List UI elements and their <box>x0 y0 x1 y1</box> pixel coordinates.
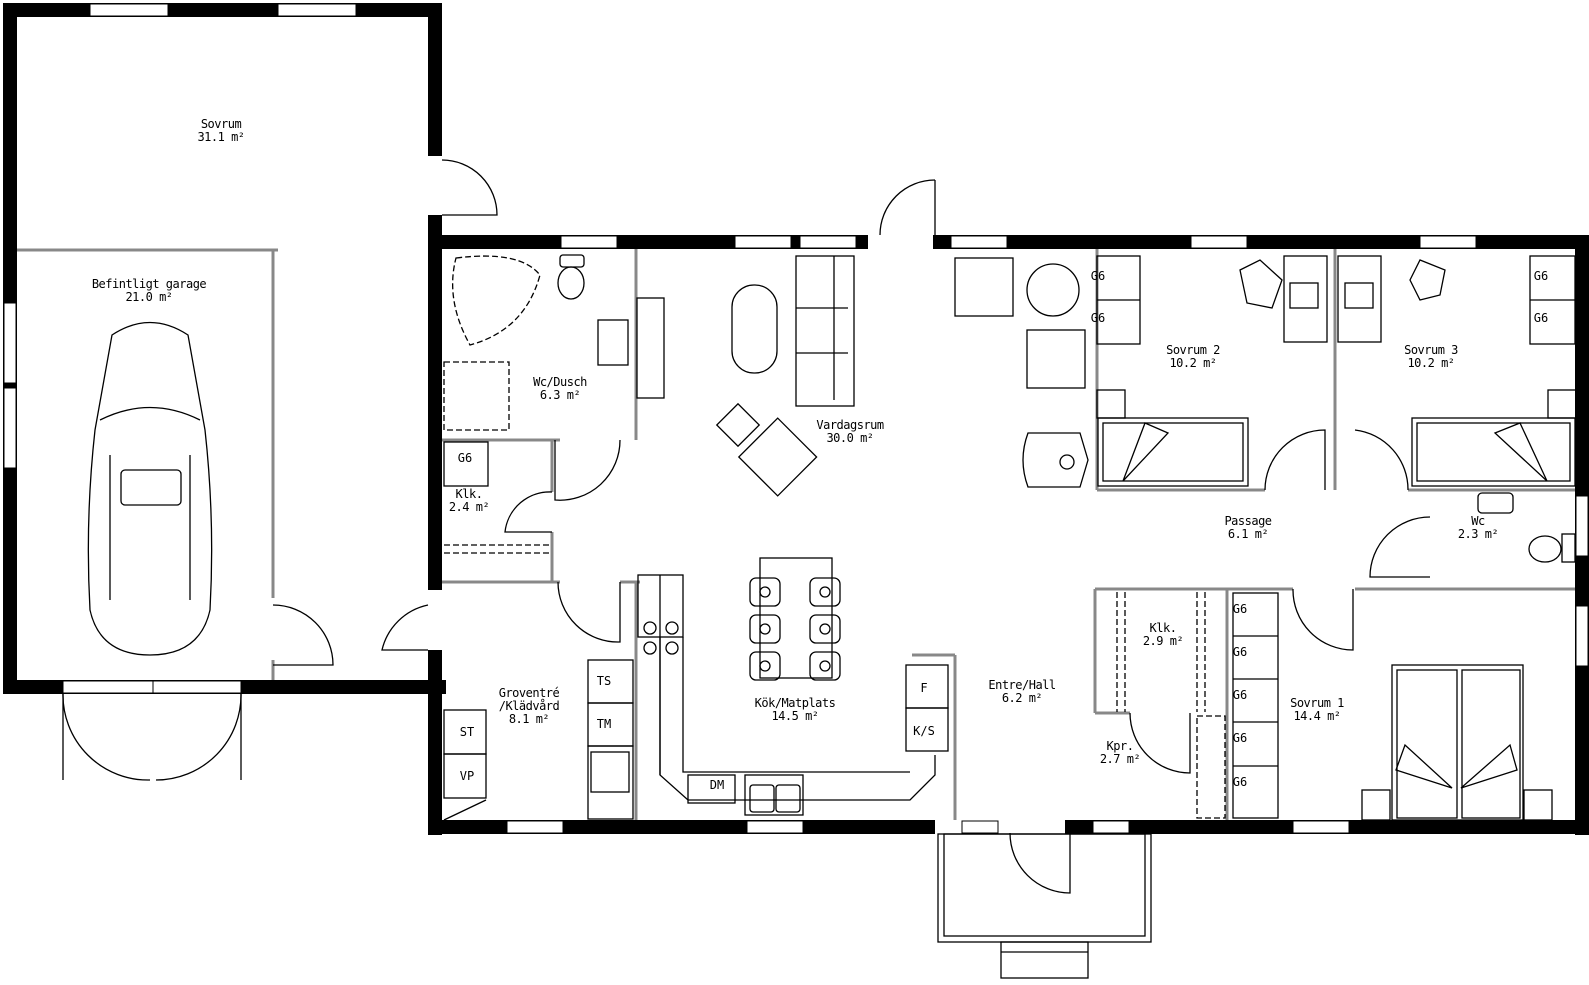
appliance-tag: G6 <box>1090 311 1106 325</box>
room-label-klk-2: Klk.2.9 m² <box>1142 621 1184 648</box>
room-name: Sovrum 2 <box>1166 343 1220 357</box>
room-name: Groventré <box>498 686 560 700</box>
room-area: 10.2 m² <box>1169 356 1217 370</box>
appliance-tag: TS <box>596 674 612 688</box>
appliance-tag: G6 <box>1533 311 1549 325</box>
room-name: Wc <box>1471 514 1485 528</box>
appliance-tag: ST <box>459 725 475 739</box>
room-area: 30.0 m² <box>826 431 874 445</box>
room-area: 2.4 m² <box>448 500 490 514</box>
room-name: Befintligt garage <box>91 277 207 291</box>
room-area: 2.9 m² <box>1142 634 1184 648</box>
appliance-tag: G6 <box>1232 602 1248 616</box>
furniture <box>87 254 1577 979</box>
windows <box>3 3 1589 834</box>
room-area: 2.3 m² <box>1457 527 1499 541</box>
room-area: 21.0 m² <box>125 290 173 304</box>
room-area: 8.1 m² <box>508 712 550 726</box>
appliance-tag: K/S <box>913 724 935 738</box>
room-area: 10.2 m² <box>1407 356 1455 370</box>
room-name: Klk. <box>1149 621 1177 635</box>
appliance-tag: G6 <box>1232 775 1248 789</box>
appliance-tag: G6 <box>1232 688 1248 702</box>
room-name: Wc/Dusch <box>533 375 587 389</box>
room-area: 14.5 m² <box>771 709 819 723</box>
appliance-tag: VP <box>459 769 475 783</box>
appliance-tag: G6 <box>1232 731 1248 745</box>
appliance-tag: DM <box>709 778 725 792</box>
room-label-kpr: Kpr.2.7 m² <box>1099 739 1141 766</box>
room-name: /Klädvård <box>498 699 560 713</box>
room-name: Sovrum <box>200 117 242 131</box>
appliance-tag: G6 <box>1232 645 1248 659</box>
room-area: 6.1 m² <box>1227 527 1269 541</box>
room-name: Sovrum 1 <box>1290 696 1344 710</box>
appliance-tag: G6 <box>1533 269 1549 283</box>
room-area: 14.4 m² <box>1293 709 1341 723</box>
appliance-tag: TM <box>596 717 612 731</box>
appliance-tag: G6 <box>1090 269 1106 283</box>
room-name: Entre/Hall <box>988 678 1056 692</box>
room-area: 6.2 m² <box>1001 691 1043 705</box>
room-label-klk-1: Klk.2.4 m² <box>448 487 490 514</box>
room-area: 6.3 m² <box>539 388 581 402</box>
room-name: Klk. <box>455 487 483 501</box>
room-name: Sovrum 3 <box>1404 343 1458 357</box>
room-name: Passage <box>1224 514 1272 528</box>
room-area: 31.1 m² <box>197 130 245 144</box>
interior-walls <box>17 248 1575 820</box>
room-area: 2.7 m² <box>1099 752 1141 766</box>
room-name: Kök/Matplats <box>754 696 836 710</box>
appliance-tag: G6 <box>457 451 473 465</box>
room-name: Kpr. <box>1106 739 1134 753</box>
door-swings <box>62 159 1431 894</box>
room-name: Vardagsrum <box>816 418 884 432</box>
appliance-tag: F <box>920 681 928 695</box>
